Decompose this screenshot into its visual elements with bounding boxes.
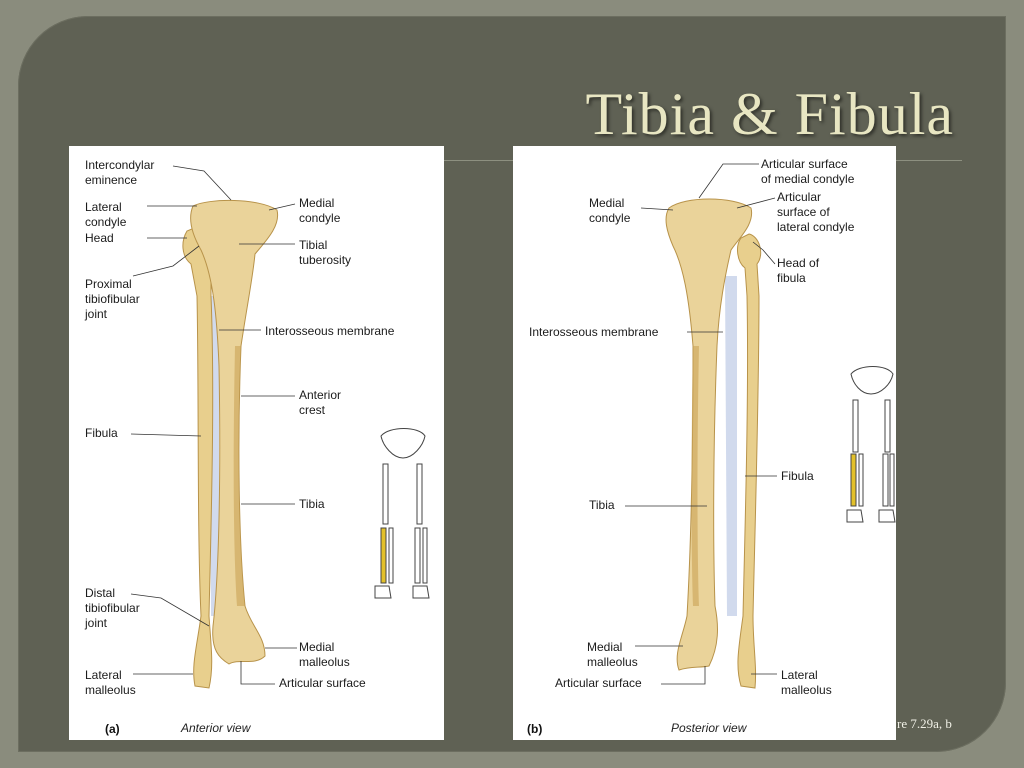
caption-posterior-view: Posterior view — [671, 721, 747, 735]
label-articular-surface-medial-condyle: Articular surface of medial condyle — [761, 157, 855, 186]
label-medial-condyle: Medial condyle — [299, 196, 341, 225]
mini-skeleton-b — [846, 366, 896, 523]
anterior-bones-illustration — [130, 165, 430, 689]
fibula-shape — [182, 225, 215, 689]
panel-letter-a: (a) — [105, 722, 120, 736]
slide-title: Tibia & Fibula — [585, 81, 954, 147]
interosseous-membrane-shape-b — [725, 276, 737, 616]
label-articular-surface-b: Articular surface — [555, 676, 642, 690]
caption-anterior-view: Anterior view — [181, 721, 251, 735]
label-intercondylar-eminence: Intercondylar eminence — [85, 158, 155, 187]
label-medial-condyle-b: Medial condyle — [589, 196, 631, 225]
anterior-view-figure: Intercondylar eminence Lateral condyle H… — [69, 146, 444, 740]
label-proximal-tibiofibular-joint: Proximal tibiofibular joint — [85, 277, 140, 321]
label-lateral-condyle: Lateral condyle — [85, 200, 127, 229]
posterior-bones-illustration — [625, 163, 896, 689]
anterior-leader-lines — [130, 165, 297, 685]
posterior-leader-lines — [625, 163, 777, 685]
label-articular-surface-lateral-condyle: Articular surface of lateral condyle — [777, 190, 855, 234]
tibia-shape-b — [665, 198, 753, 671]
label-head-of-fibula: Head of fibula — [777, 256, 820, 285]
fibula-shape-b — [737, 233, 762, 689]
label-interosseous-membrane-b: Interosseous membrane — [529, 325, 659, 339]
label-fibula: Fibula — [85, 426, 118, 440]
mini-skeleton-a — [374, 428, 430, 599]
label-articular-surface: Articular surface — [279, 676, 366, 690]
label-head: Head — [85, 231, 114, 245]
label-tibia: Tibia — [299, 497, 325, 511]
label-lateral-malleolus: Lateral malleolus — [85, 668, 136, 697]
panel-letter-b: (b) — [527, 722, 543, 736]
label-medial-malleolus: Medial malleolus — [299, 640, 350, 669]
label-fibula-b: Fibula — [781, 469, 814, 483]
label-anterior-crest: Anterior crest — [299, 388, 342, 417]
label-medial-malleolus-b: Medial malleolus — [587, 640, 638, 669]
posterior-view-figure: Articular surface of medial condyle Medi… — [513, 146, 896, 740]
label-interosseous-membrane: Interosseous membrane — [265, 324, 395, 338]
label-distal-tibiofibular-joint: Distal tibiofibular joint — [85, 586, 140, 630]
label-tibia-b: Tibia — [589, 498, 615, 512]
figure-reference: re 7.29a, b — [897, 716, 952, 731]
label-tibial-tuberosity: Tibial tuberosity — [299, 238, 352, 267]
label-lateral-malleolus-b: Lateral malleolus — [781, 668, 832, 697]
